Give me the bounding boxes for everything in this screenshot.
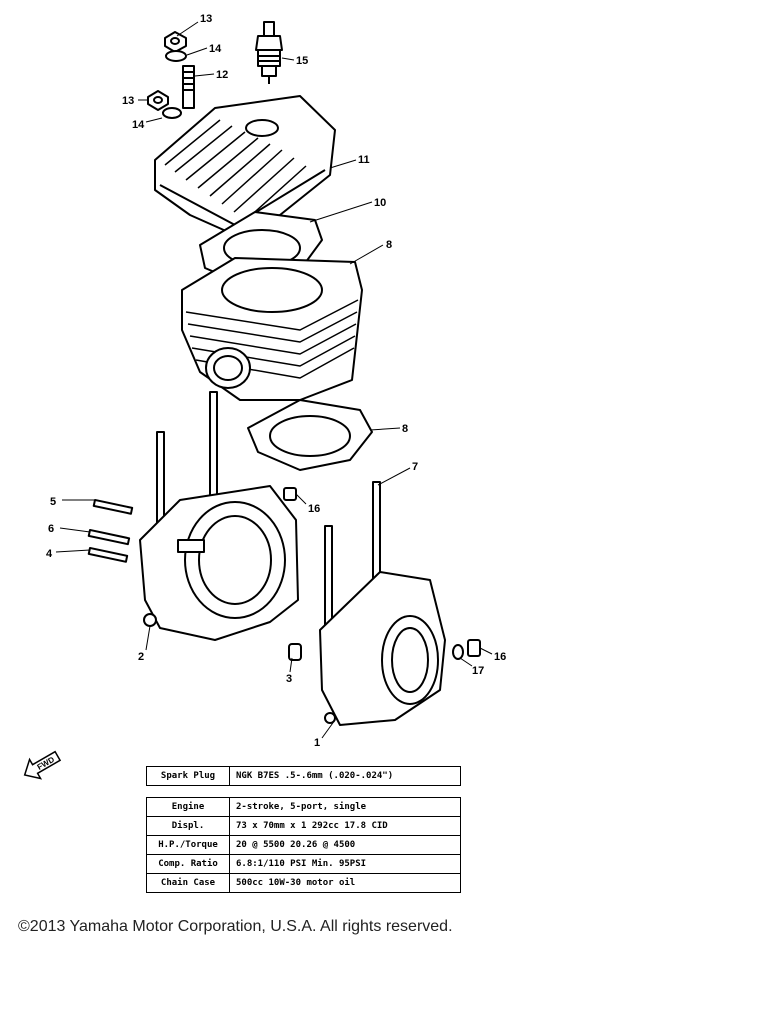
callout-13-side: 13 [122, 95, 134, 107]
callout-4: 4 [46, 548, 53, 560]
nut-13-top [164, 31, 187, 53]
spec-label: Chain Case [146, 873, 230, 893]
callout-5: 5 [50, 496, 56, 508]
table-row: Spark Plug NGK B7ES .5-.6mm (.020-.024") [146, 766, 461, 786]
spec-value: 2-stroke, 5-port, single [229, 797, 461, 817]
spark-plug-table: Spark Plug NGK B7ES .5-.6mm (.020-.024") [146, 766, 461, 786]
bolt-16-upper [283, 487, 297, 501]
callout-9: 8 [386, 239, 392, 251]
table-row: Engine 2-stroke, 5-port, single [146, 797, 461, 817]
callout-2: 2 [138, 651, 144, 663]
callout-14-top: 14 [209, 43, 222, 55]
callout-15: 15 [296, 55, 308, 67]
callout-3: 3 [286, 673, 292, 685]
spec-value: 500cc 10W-30 motor oil [229, 873, 461, 893]
table-row: Comp. Ratio 6.8:1/110 PSI Min. 95PSI [146, 854, 461, 874]
spec-value: 6.8:1/110 PSI Min. 95PSI [229, 854, 461, 874]
spark-plug-15 [255, 21, 283, 84]
cylinder-9 [181, 257, 363, 401]
crankcase-left-2 [139, 485, 299, 641]
callout-12: 12 [216, 69, 228, 81]
base-gasket-8 [247, 399, 373, 471]
copyright-notice: ©2013 Yamaha Motor Corporation, U.S.A. A… [18, 918, 453, 935]
spec-label: H.P./Torque [146, 835, 230, 855]
bolt-16-lower [467, 639, 481, 657]
callout-6: 6 [48, 523, 54, 535]
exploded-parts-diagram: 13 14 12 13 14 15 11 10 8 8 7 16 5 6 4 2… [46, 13, 506, 749]
dowel-3 [288, 643, 302, 661]
callout-11: 11 [358, 154, 370, 166]
callout-16-lower: 16 [494, 651, 506, 663]
washer-14-side [162, 107, 182, 119]
table-row: H.P./Torque 20 @ 5500 20.26 @ 4500 [146, 835, 461, 855]
callout-14-side: 14 [132, 119, 145, 131]
callout-8: 8 [402, 423, 408, 435]
callout-7: 7 [412, 461, 418, 473]
washer-14-top [165, 50, 187, 62]
cylinder-head-11 [154, 95, 336, 236]
bolt-6 [87, 529, 131, 546]
spec-label: Displ. [146, 816, 230, 836]
spec-label: Comp. Ratio [146, 854, 230, 874]
nut-13-side [147, 90, 169, 111]
callout-17: 17 [472, 665, 484, 677]
spark-plug-value: NGK B7ES .5-.6mm (.020-.024") [229, 766, 461, 786]
callout-10: 10 [374, 197, 386, 209]
spec-value: 20 @ 5500 20.26 @ 4500 [229, 835, 461, 855]
spec-label: Engine [146, 797, 230, 817]
callout-13-top: 13 [200, 13, 212, 25]
stud-12 [182, 65, 195, 109]
spec-value: 73 x 70mm x 1 292cc 17.8 CID [229, 816, 461, 836]
callout-16-upper: 16 [308, 503, 320, 515]
callout-1: 1 [314, 737, 320, 749]
spark-plug-label: Spark Plug [146, 766, 230, 786]
bolt-4 [87, 547, 129, 563]
washer-17 [452, 644, 464, 660]
fwd-arrow-icon: FWD [23, 750, 62, 780]
table-row: Chain Case 500cc 10W-30 motor oil [146, 873, 461, 893]
bolt-5 [92, 499, 134, 515]
table-row: Displ. 73 x 70mm x 1 292cc 17.8 CID [146, 816, 461, 836]
crankcase-right-1 [319, 571, 446, 726]
engine-spec-table: Engine 2-stroke, 5-port, single Displ. 7… [146, 797, 461, 893]
